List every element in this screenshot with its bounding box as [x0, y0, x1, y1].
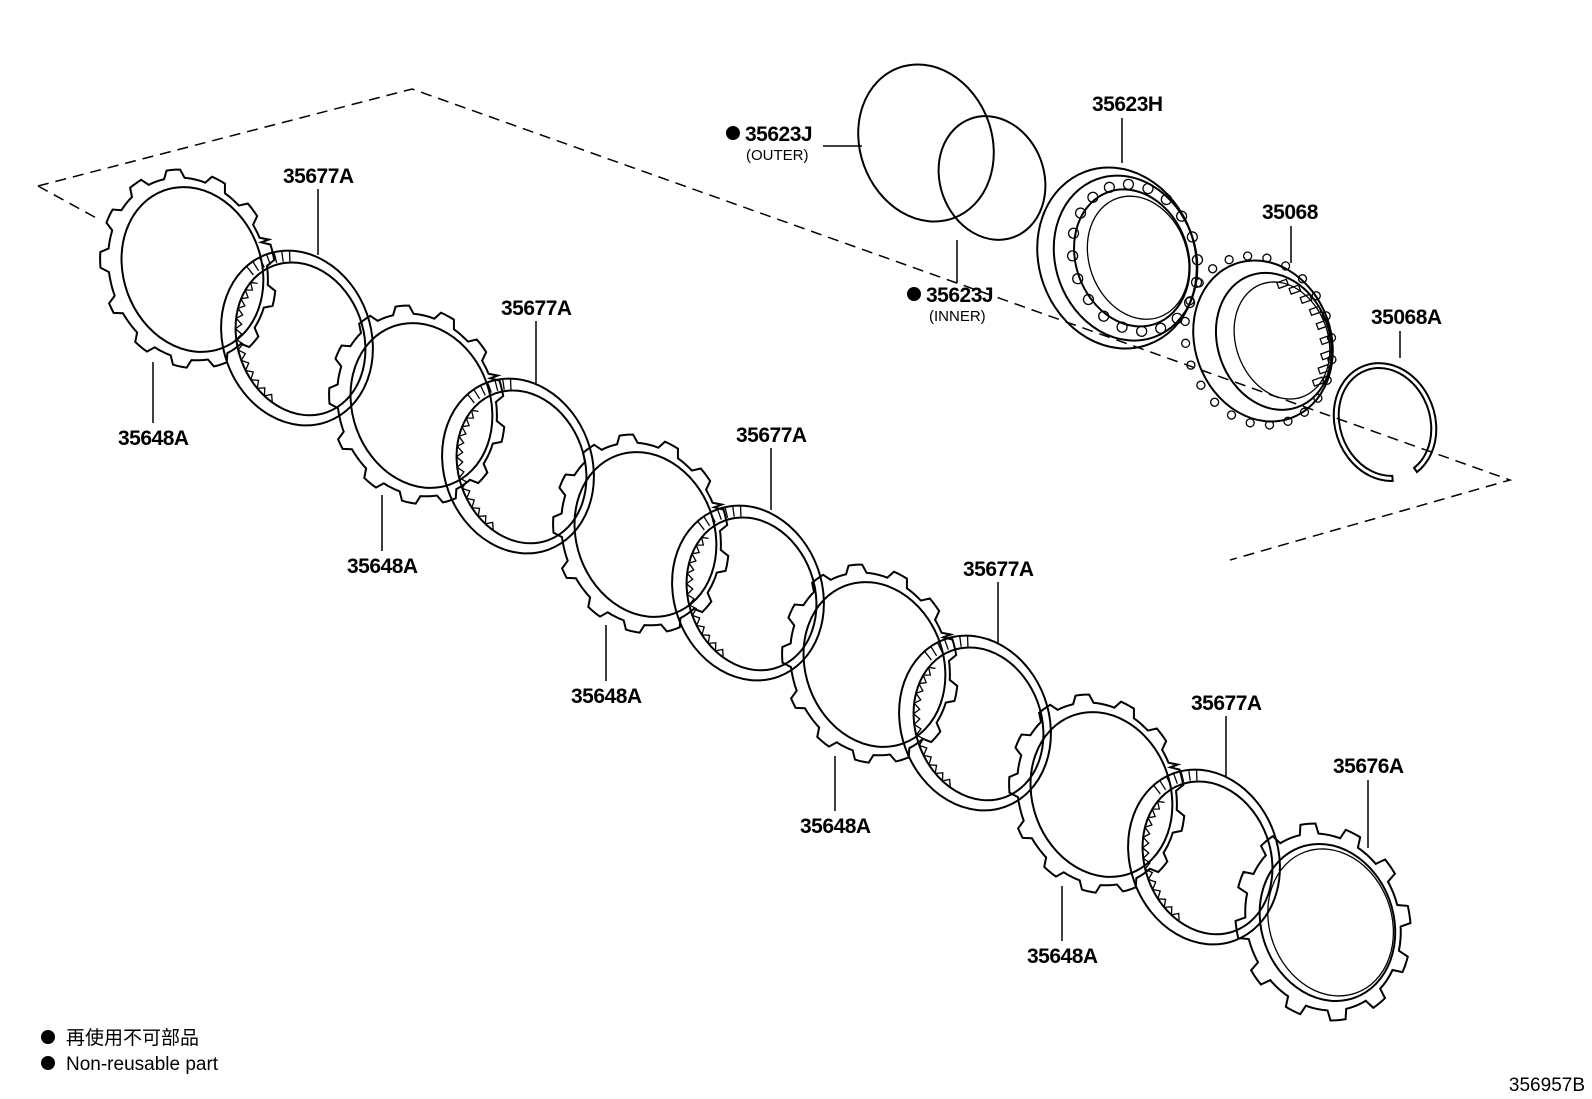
part-label-35677a: 35677A: [501, 297, 572, 320]
steel-plate-3: [552, 433, 730, 634]
part-label-35677a: 35677A: [283, 165, 354, 188]
legend-marker: [41, 1030, 55, 1044]
part-label-35068: 35068: [1262, 201, 1319, 224]
part-label-35648a: 35648A: [118, 427, 189, 450]
friction-disc-2: [441, 377, 595, 555]
legend-marker: [41, 1056, 55, 1070]
part-note-outer: (OUTER): [746, 147, 809, 164]
legend-text-en: Non-reusable part: [66, 1054, 219, 1075]
part-label-35648a: 35648A: [347, 555, 418, 578]
steel-plate-5: [1008, 693, 1186, 894]
snap-ring: [1332, 362, 1438, 482]
friction-disc-1: [220, 249, 374, 427]
piston: [1036, 166, 1204, 350]
friction-disc-5: [1127, 768, 1281, 946]
part-label-35623j-inner: 35623J: [926, 284, 993, 307]
steel-plate-2: [328, 304, 506, 505]
seal-inner: [937, 115, 1047, 241]
figure-code: 356957B: [1509, 1075, 1585, 1096]
part-label-35648a: 35648A: [800, 815, 871, 838]
seal-outer: [857, 63, 995, 223]
legend-text-jp: 再使用不可部品: [66, 1027, 199, 1049]
part-label-35068a: 35068A: [1371, 306, 1442, 329]
part-label-35677a: 35677A: [1191, 692, 1262, 715]
friction-disc-4: [898, 634, 1052, 812]
part-label-35677a: 35677A: [736, 424, 807, 447]
part-label-35677a: 35677A: [963, 558, 1034, 581]
steel-plate-1: [99, 168, 277, 369]
part-label-35648a: 35648A: [571, 685, 642, 708]
part-label-35676a: 35676A: [1333, 755, 1404, 778]
non-reusable-marker: [726, 126, 740, 140]
part-label-35648a: 35648A: [1027, 945, 1098, 968]
steel-plate-4: [781, 563, 959, 764]
friction-disc-3: [671, 504, 825, 682]
part-label-35623h: 35623H: [1092, 93, 1163, 116]
part-note-inner: (INNER): [929, 308, 986, 325]
return-spring-retainer: [1180, 251, 1337, 430]
assembly-boundary-dashed: [37, 88, 1513, 561]
flange-plate: [1234, 822, 1412, 1022]
assembly-boundary-dashed-left: [37, 185, 101, 221]
non-reusable-marker: [907, 287, 921, 301]
part-label-35623j-outer: 35623J: [745, 123, 812, 146]
